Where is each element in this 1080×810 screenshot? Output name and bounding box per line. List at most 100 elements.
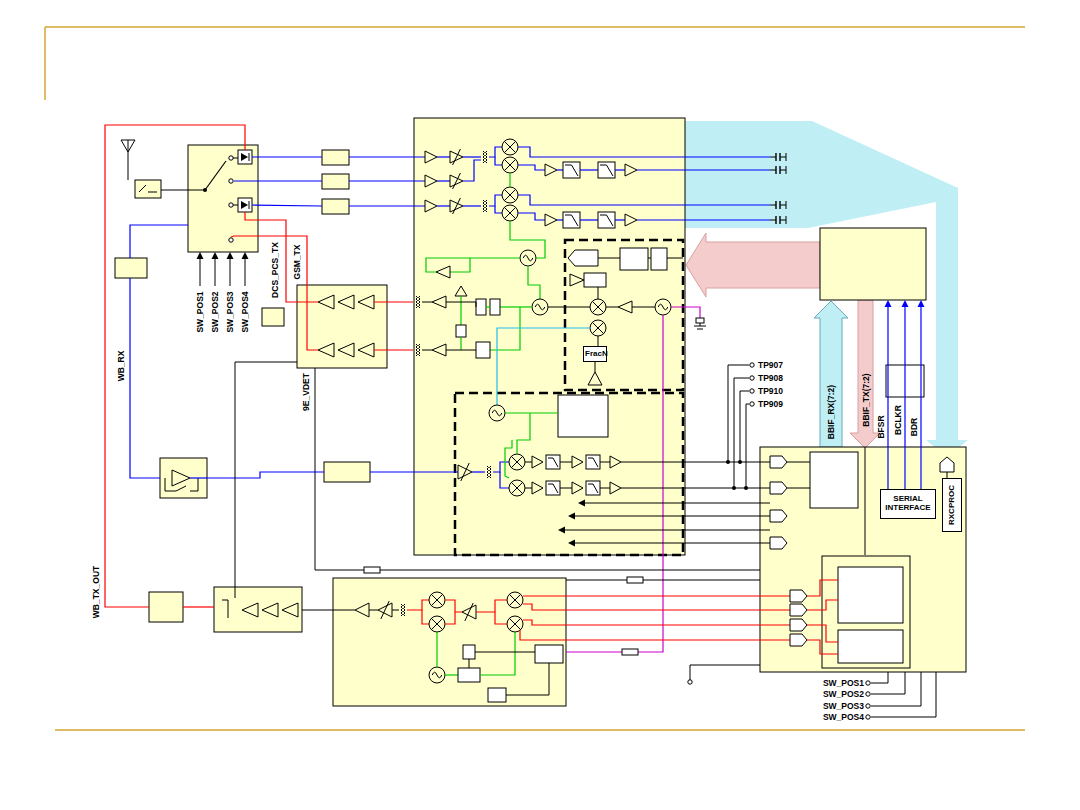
mixer-symbol [502, 139, 518, 155]
test-point [229, 203, 233, 207]
amplifier-symbol [282, 603, 298, 617]
wire [486, 306, 490, 307]
test-point [229, 238, 233, 242]
transformer-symbol [487, 466, 489, 478]
box-label: RXCPROC [948, 485, 957, 525]
wire [671, 307, 700, 318]
wire [505, 440, 512, 478]
converter-block [838, 630, 903, 663]
wire [598, 258, 620, 259]
arrowhead [242, 252, 249, 259]
transformer-symbol [416, 296, 418, 308]
wire [230, 259, 231, 286]
wire [183, 606, 214, 607]
signal-label: SW_POS4 [241, 291, 250, 332]
test-point [750, 389, 754, 393]
power-amplifier-block [214, 587, 302, 632]
test-point [866, 681, 870, 685]
signal-label: BDR [910, 418, 919, 436]
amplifier-symbol [172, 470, 190, 486]
wire [637, 219, 770, 220]
signal-label: SW_POS4 [823, 713, 864, 722]
transformer-symbol [419, 296, 421, 308]
resistor-symbol [627, 577, 643, 583]
wire [422, 610, 429, 624]
wire [215, 259, 216, 286]
wire [105, 125, 245, 607]
transformer-symbol [483, 200, 485, 212]
wire [786, 153, 787, 161]
wire [770, 170, 776, 171]
wire [517, 413, 530, 454]
wire [518, 165, 545, 170]
filter-symbol [546, 455, 560, 469]
wire [436, 632, 437, 667]
arrowhead [918, 300, 925, 307]
mixer-symbol [429, 592, 445, 608]
amplifier-symbol [572, 456, 583, 468]
wire [621, 462, 770, 463]
wire [130, 278, 160, 478]
wire [370, 471, 458, 472]
wire [463, 205, 481, 206]
filter-curve [588, 458, 598, 467]
wire [476, 600, 507, 612]
wire [600, 462, 610, 463]
wire [560, 462, 572, 463]
wire [734, 378, 749, 488]
wire [495, 157, 502, 165]
filter-curve [548, 458, 558, 467]
wire [161, 189, 205, 190]
oscillator-symbol [520, 250, 536, 266]
wire [472, 471, 485, 472]
filter-block [115, 258, 147, 278]
signal-label: SW_POS2 [823, 690, 864, 699]
wire [904, 307, 905, 489]
junction-dot [738, 460, 742, 464]
wire [509, 618, 520, 629]
wire [615, 219, 625, 220]
wire [520, 630, 790, 640]
arrowhead [558, 527, 565, 534]
port-symbol [770, 510, 787, 522]
port-symbol [790, 604, 807, 616]
mixer-symbol [590, 320, 606, 336]
filter-curve [588, 484, 598, 493]
wire [128, 140, 129, 180]
amplifier-symbol [572, 482, 583, 494]
port-symbol [790, 634, 807, 646]
wire [575, 543, 770, 544]
sine-mark [492, 410, 502, 416]
wire [592, 301, 603, 312]
mixer-symbol [509, 480, 525, 496]
diode-block [238, 198, 252, 212]
wire [523, 604, 790, 610]
wire [504, 207, 515, 218]
wire [807, 640, 838, 654]
wire [557, 219, 563, 220]
filter-block [584, 273, 606, 287]
wire [871, 672, 921, 706]
wire [176, 486, 186, 491]
wire [871, 672, 888, 683]
wire [453, 173, 461, 189]
wire [780, 220, 786, 221]
transceiver-chip [414, 118, 685, 555]
wire [205, 161, 226, 190]
wire [450, 258, 520, 272]
wire [497, 328, 590, 405]
wire [422, 302, 432, 303]
processor-box: RXCPROC [942, 478, 962, 532]
wire [505, 412, 558, 413]
wire [249, 153, 250, 161]
wire [518, 195, 770, 205]
wire [190, 477, 207, 478]
wire [560, 488, 572, 489]
wire [489, 195, 502, 206]
wire [592, 301, 603, 312]
junction-dot [732, 486, 736, 490]
port-symbol [770, 456, 787, 468]
wire [489, 147, 502, 157]
